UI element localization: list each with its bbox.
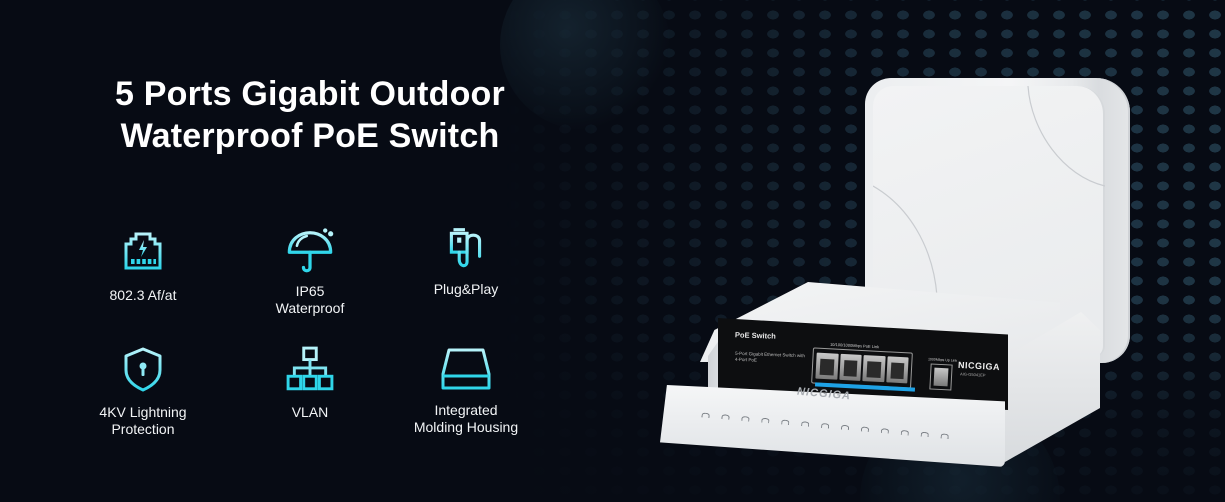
network-tree-icon xyxy=(286,346,334,391)
ethernet-port xyxy=(885,356,909,384)
ethernet-port xyxy=(862,355,886,383)
feature-label-line: VLAN xyxy=(291,404,329,420)
feature-plug-and-play: Plug&Play xyxy=(396,225,536,298)
headline-line-1: 5 Ports Gigabit Outdoor xyxy=(115,75,505,113)
feature-poe-standard: 802.3 Af/at xyxy=(73,228,213,304)
feature-label: 4KV Lightning Protection xyxy=(73,404,213,438)
feature-label: 802.3 Af/at xyxy=(73,287,213,304)
panel-brand: NICGIGA xyxy=(957,359,1001,373)
ethernet-port xyxy=(838,353,862,381)
feature-label-line: Molding Housing xyxy=(413,419,519,435)
feature-molding-housing: Integrated Molding Housing xyxy=(396,346,536,436)
panel-description: 5-Port Gigabit Ethernet Switch with 4-Po… xyxy=(734,350,805,363)
feature-label: Plug&Play xyxy=(396,281,536,298)
shield-keyhole-icon xyxy=(124,347,162,392)
ethernet-port xyxy=(815,352,839,380)
feature-label-line: IP65 xyxy=(295,283,325,299)
feature-label: Integrated Molding Housing xyxy=(396,402,536,436)
feature-label-line: Plug&Play xyxy=(433,281,499,297)
ethernet-port-lightning-icon xyxy=(124,232,162,270)
feature-label: IP65 Waterproof xyxy=(240,283,380,317)
panel-title: PoE Switch xyxy=(734,330,776,341)
feature-label-line: Integrated xyxy=(434,402,498,418)
housing-box-icon xyxy=(441,348,491,390)
feature-vlan: VLAN xyxy=(240,346,380,421)
feature-lightning-protection: 4KV Lightning Protection xyxy=(73,346,213,438)
feature-label-line: 802.3 Af/at xyxy=(109,287,177,303)
usb-plug-cable-icon xyxy=(449,228,482,268)
umbrella-rain-icon xyxy=(287,228,334,273)
feature-label: VLAN xyxy=(240,404,380,421)
feature-label-line: 4KV Lightning xyxy=(99,404,187,420)
feature-waterproof: IP65 Waterproof xyxy=(240,224,380,317)
uplink-port xyxy=(929,363,953,391)
headline-line-2: Waterproof PoE Switch xyxy=(120,117,500,155)
feature-label-line: Protection xyxy=(111,421,175,437)
feature-label-line: Waterproof xyxy=(275,300,345,316)
headline: 5 Ports Gigabit Outdoor Waterproof PoE S… xyxy=(100,73,520,157)
